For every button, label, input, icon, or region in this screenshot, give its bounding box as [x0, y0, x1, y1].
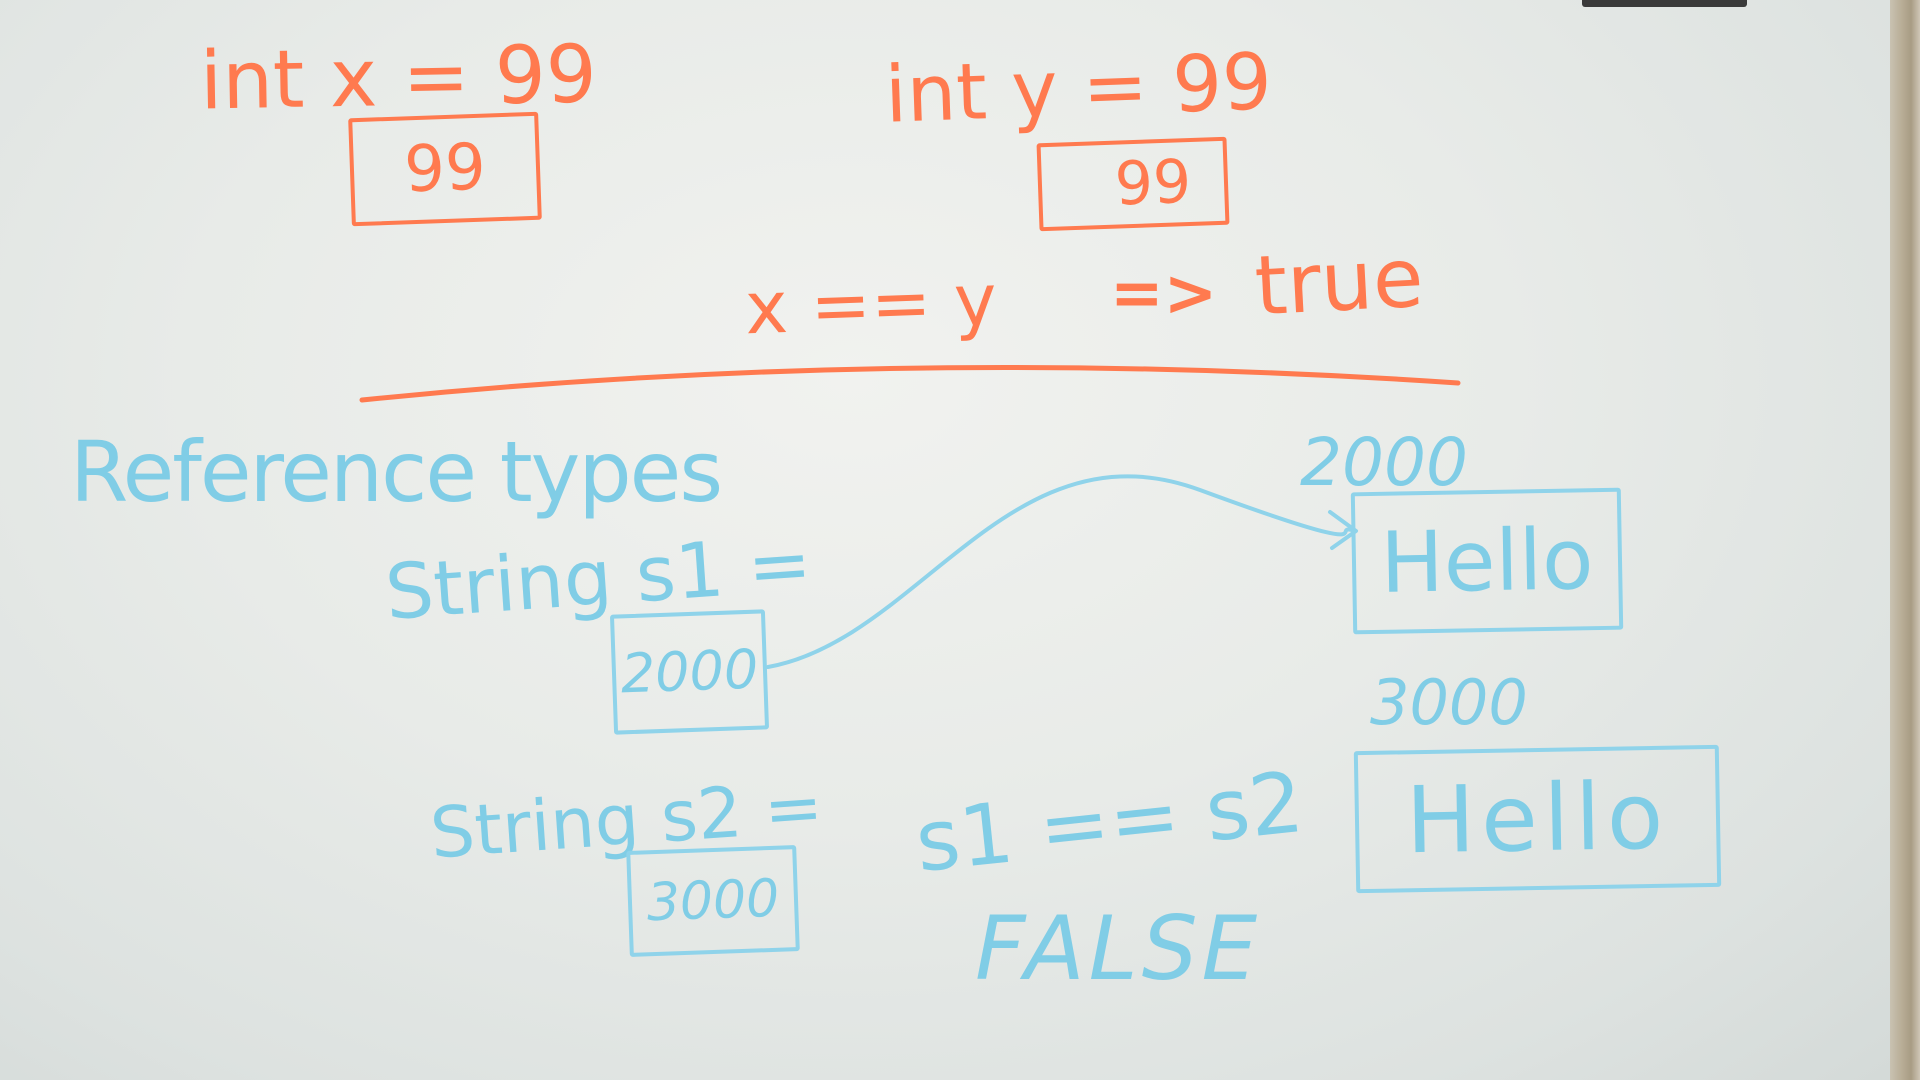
object2-box: Hello: [1353, 744, 1722, 894]
object2-value: Hello: [1404, 762, 1670, 875]
divider-line: [359, 364, 1461, 403]
reference-heading: Reference types: [70, 423, 723, 521]
board-edge: [1890, 0, 1920, 1080]
arrow: =>: [1110, 257, 1218, 331]
object1-value: Hello: [1379, 510, 1595, 612]
camera-overlay-bar: [1582, 0, 1747, 7]
reference-result: FALSE: [975, 897, 1262, 1000]
object2-address: 3000: [1370, 666, 1528, 739]
s1-value: 2000: [619, 637, 760, 706]
s2-value: 3000: [645, 868, 781, 934]
pointer-arrowhead: [1328, 510, 1358, 550]
s2-reference-box: 3000: [626, 845, 800, 957]
s1-reference-box: 2000: [609, 609, 770, 735]
pointer-arrow: [766, 474, 1354, 669]
object1-address: 2000: [1300, 424, 1468, 501]
object1-box: Hello: [1350, 487, 1624, 635]
